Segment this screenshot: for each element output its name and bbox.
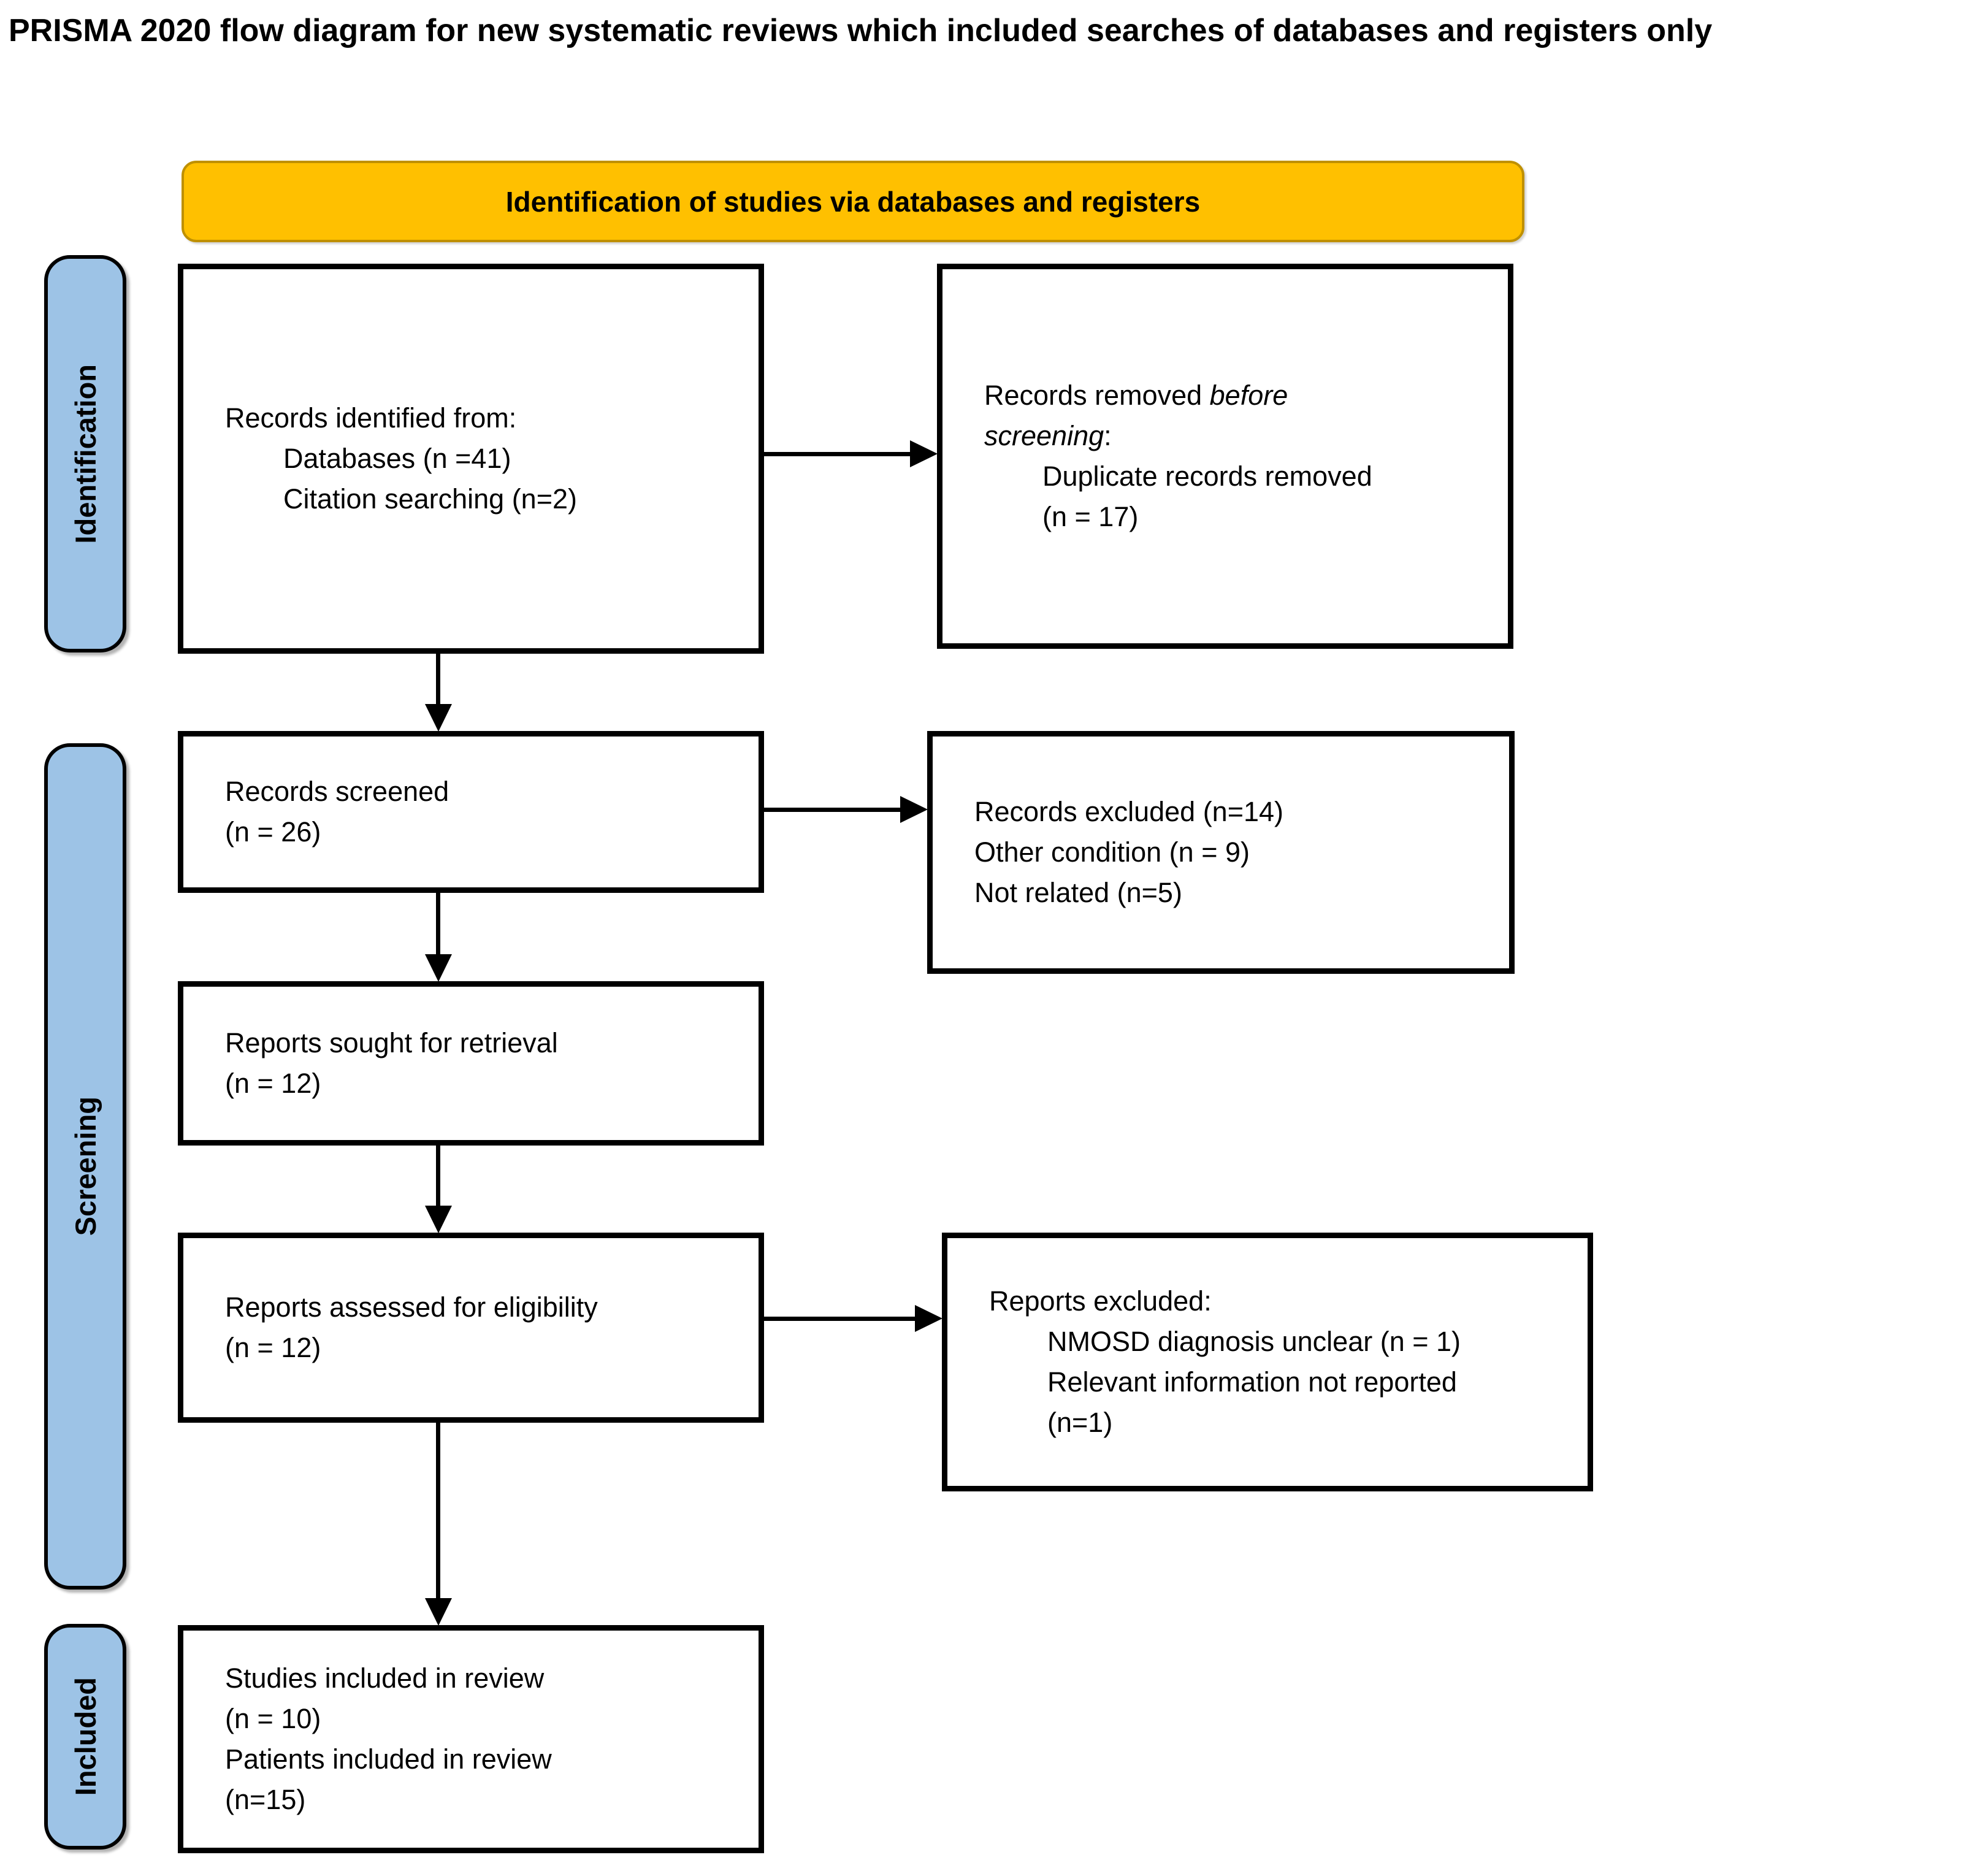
box-reports-assessed: Reports assessed for eligibility (n = 12… <box>178 1233 764 1423</box>
arrow-screened-to-excluded-line <box>764 808 901 812</box>
arrow-sought-to-assessed-line <box>436 1144 440 1207</box>
stage-identification-label: Identification <box>69 364 102 544</box>
arrow-screened-to-sought-line <box>436 892 440 955</box>
box-line: (n = 17) <box>1042 501 1139 532</box>
box-line: Reports sought for retrieval <box>225 1027 558 1058</box>
box-line: Records excluded (n=14) <box>974 796 1284 827</box>
box-line: Studies included in review <box>225 1662 545 1694</box>
box-line: Records removed before <box>984 375 1489 416</box>
box-line: Records screened <box>225 776 449 807</box>
box-line: NMOSD diagnosis unclear (n = 1) <box>1047 1326 1461 1357</box>
text-segment: screening <box>984 420 1104 451</box>
box-line: Relevant information not reported <box>1047 1366 1457 1398</box>
arrow-down-icon <box>425 1598 452 1626</box>
box-reports-sought: Reports sought for retrieval (n = 12) <box>178 981 764 1146</box>
box-line: (n=1) <box>1047 1407 1113 1438</box>
stage-screening-label: Screening <box>69 1096 102 1236</box>
box-line: Citation searching (n=2) <box>283 483 578 515</box>
box-line: Reports excluded: <box>989 1285 1212 1317</box>
stage-identification: Identification <box>44 255 126 652</box>
box-records-identified: Records identified from: Databases (n =4… <box>178 264 764 654</box>
arrow-down-icon <box>425 954 452 982</box>
box-records-screened: Records screened (n = 26) <box>178 731 764 893</box>
box-line: (n=15) <box>225 1784 306 1815</box>
box-line: Reports assessed for eligibility <box>225 1291 598 1323</box>
box-studies-included: Studies included in review (n = 10) Pati… <box>178 1625 764 1853</box>
box-line: Duplicate records removed <box>1042 461 1372 492</box>
box-reports-excluded: Reports excluded: NMOSD diagnosis unclea… <box>942 1233 1593 1491</box>
box-records-excluded: Records excluded (n=14) Other condition … <box>927 731 1515 974</box>
box-line: Databases (n =41) <box>283 443 511 474</box>
box-line: Other condition (n = 9) <box>974 836 1250 868</box>
stage-included: Included <box>44 1624 126 1850</box>
stage-screening: Screening <box>44 743 126 1590</box>
box-line: screening: <box>984 416 1489 456</box>
arrow-identified-to-screened-line <box>436 652 440 705</box>
text-segment: : <box>1104 420 1112 451</box>
box-line: (n = 26) <box>225 816 321 847</box>
text-segment: Records removed <box>984 380 1210 411</box>
arrow-right-icon <box>915 1305 942 1332</box>
arrow-right-icon <box>900 796 928 823</box>
arrow-identified-to-removed-line <box>764 452 911 456</box>
identification-banner: Identification of studies via databases … <box>182 161 1524 242</box>
arrow-assessed-to-excluded-line <box>764 1317 915 1321</box>
text-segment: before <box>1209 380 1288 411</box>
box-line: (n = 12) <box>225 1332 321 1363</box>
banner-label: Identification of studies via databases … <box>505 185 1201 218</box>
arrow-right-icon <box>910 440 938 467</box>
box-line: Not related (n=5) <box>974 877 1182 908</box>
page-title: PRISMA 2020 flow diagram for new systema… <box>9 13 1713 48</box>
box-line: (n = 10) <box>225 1703 321 1734</box>
arrow-down-icon <box>425 704 452 732</box>
stage-included-label: Included <box>69 1677 102 1796</box>
arrow-down-icon <box>425 1206 452 1233</box>
box-line: (n = 12) <box>225 1068 321 1099</box>
box-records-removed: Records removed before screening: Duplic… <box>937 264 1513 649</box>
box-line: Records identified from: <box>225 402 517 434</box>
box-line: Patients included in review <box>225 1743 552 1775</box>
arrow-assessed-to-included-line <box>436 1421 440 1599</box>
